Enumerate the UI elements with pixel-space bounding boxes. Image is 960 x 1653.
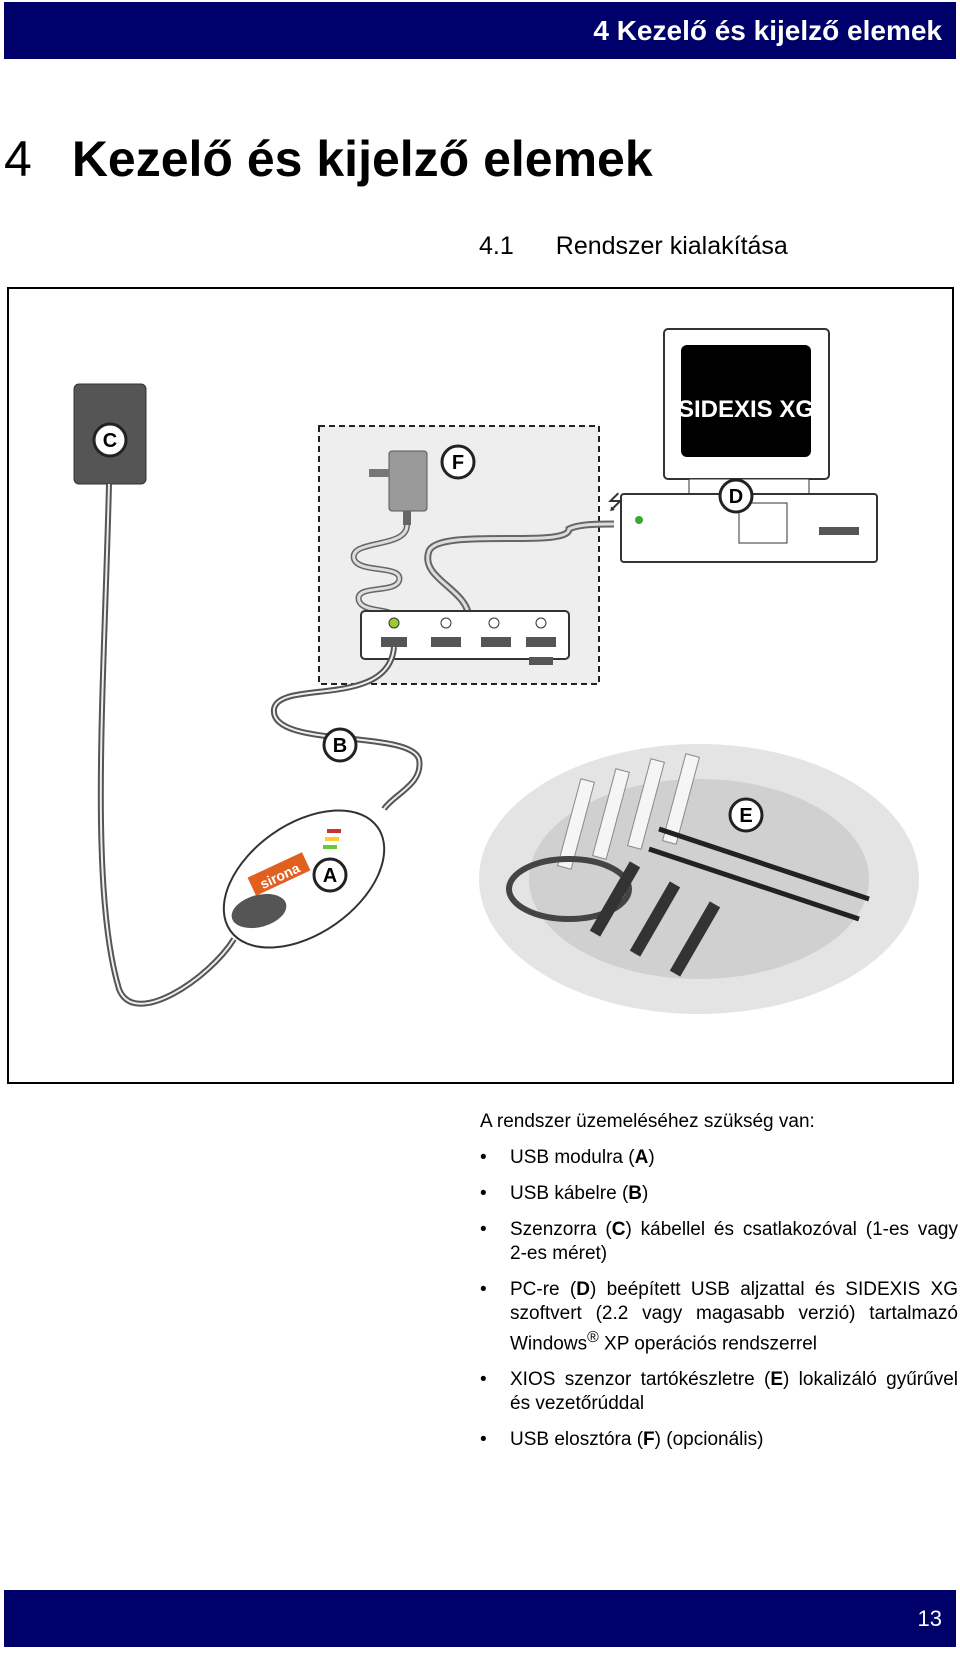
label-f: F [440, 444, 476, 480]
usb-symbol-icon: ⭍ [607, 490, 624, 514]
power-adapter-icon [369, 450, 428, 525]
list-item: Szenzorra (C) kábellel és csatlakozóval … [480, 1218, 958, 1266]
label-f-text: F [452, 452, 464, 474]
requirements-text: A rendszer üzemeléséhez szükség van: USB… [480, 1110, 958, 1464]
page-number: 13 [917, 1605, 942, 1631]
section-number: 4.1 [479, 232, 514, 260]
label-e: E [728, 797, 764, 833]
system-illustration: SIDEXIS XG ⭍ sirona [73, 328, 919, 1014]
monitor-text: SIDEXIS XG [678, 396, 814, 423]
label-a-text: A [323, 865, 337, 887]
usb-hub-icon [360, 610, 570, 665]
section-heading: 4.1 Rendszer kialakítása [479, 232, 788, 261]
label-a: A [312, 857, 348, 893]
header-bar: 4 Kezelő és kijelző elemek [4, 2, 956, 59]
list-item: USB kábelre (B) [480, 1182, 958, 1206]
list-item: XIOS szenzor tartókészletre (E) lokalizá… [480, 1368, 958, 1416]
label-c: C [92, 422, 128, 458]
pc-icon [620, 328, 878, 563]
sensor-holder-kit-icon [479, 744, 919, 1014]
system-diagram: SIDEXIS XG ⭍ sirona [7, 287, 954, 1084]
sensor-cable [97, 483, 237, 1007]
chapter-heading: 4 Kezelő és kijelző elemek [4, 130, 653, 188]
usb-module-icon [222, 809, 386, 949]
chapter-title: Kezelő és kijelző elemek [71, 131, 653, 187]
label-d-text: D [729, 486, 743, 508]
label-d: D [718, 478, 754, 514]
list-item: PC-re (D) beépített USB aljzattal és SID… [480, 1278, 958, 1356]
label-b-text: B [333, 735, 347, 757]
label-c-text: C [103, 430, 117, 452]
chapter-number: 4 [4, 131, 32, 187]
label-b: B [322, 727, 358, 763]
label-e-text: E [739, 805, 752, 827]
section-title: Rendszer kialakítása [555, 232, 788, 260]
list-item: USB modulra (A) [480, 1146, 958, 1170]
header-title: 4 Kezelő és kijelző elemek [593, 14, 942, 46]
list-item: USB elosztóra (F) (opcionális) [480, 1428, 958, 1452]
requirements-list: USB modulra (A) USB kábelre (B) Szenzorr… [480, 1146, 958, 1452]
footer-bar: 13 [4, 1590, 956, 1647]
intro-text: A rendszer üzemeléséhez szükség van: [480, 1111, 815, 1132]
